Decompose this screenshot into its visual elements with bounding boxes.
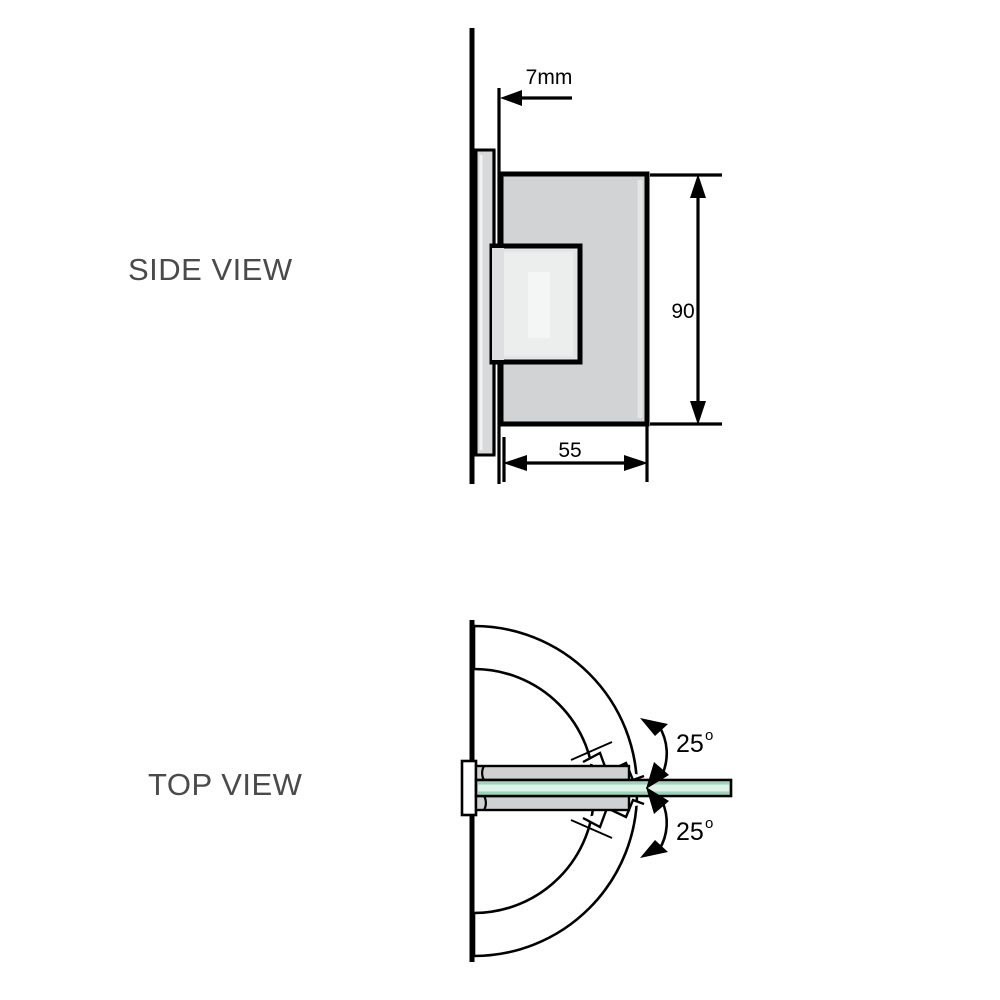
dimension-swing-lower-arrowhead-end [646, 787, 669, 814]
top-view-swing-arc-lower [472, 791, 639, 958]
top-view-hinge-band-upper [474, 764, 631, 782]
dimension-swing-upper-unit: o [705, 727, 713, 744]
side-view-plate-through-clamp [492, 248, 504, 360]
top-view-hinge-band-lower [474, 794, 631, 812]
top-view-arc-break-leader-upper [570, 741, 613, 761]
dimension-thickness-label: 7mm [526, 66, 573, 89]
dimension-swing-lower: 25 o [640, 787, 713, 858]
side-view-label: SIDE VIEW [128, 252, 293, 287]
dimension-thickness: 7mm [500, 66, 572, 106]
top-view-glass-core [478, 785, 729, 791]
side-view-glass-clamp-sheen [528, 272, 550, 338]
side-view-group: 7mm 90 55 S [128, 28, 722, 484]
dimension-depth-label: 55 [558, 439, 581, 462]
dimension-height-arrowhead-bottom [690, 401, 706, 425]
dimension-swing-upper: 25 o [640, 718, 713, 789]
dimension-swing-lower-arrowhead-start [640, 840, 668, 858]
top-view-wall-plate [460, 759, 478, 817]
dimension-depth-arrowhead-left [503, 455, 527, 471]
dimension-height-arrowhead-top [690, 174, 706, 198]
top-view-swing-arc-upper [472, 624, 639, 791]
top-view-arc-break-lower [582, 798, 645, 829]
dimension-height-label: 90 [671, 300, 694, 323]
dimension-swing-upper-label: 25 [676, 730, 704, 758]
dimension-swing-upper-arrowhead-start [640, 718, 668, 736]
dimension-height: 90 [650, 173, 722, 426]
dimension-swing-upper-arrowhead-end [646, 762, 669, 789]
top-view-arc-break-leader-lower [570, 819, 613, 839]
dimension-swing-lower-unit: o [705, 815, 713, 832]
top-view-pivot-curve-upper [481, 765, 485, 781]
dimension-depth-arrowhead-right [624, 455, 648, 471]
dimension-depth: 55 [502, 424, 649, 482]
top-view-group: 25 o 25 o TOP VIEW [148, 620, 733, 962]
dimension-swing-lower-label: 25 [676, 818, 704, 846]
top-view-label: TOP VIEW [148, 767, 303, 802]
top-view-pivot-curve-lower [483, 795, 487, 811]
dimension-thickness-arrowhead [500, 90, 522, 106]
